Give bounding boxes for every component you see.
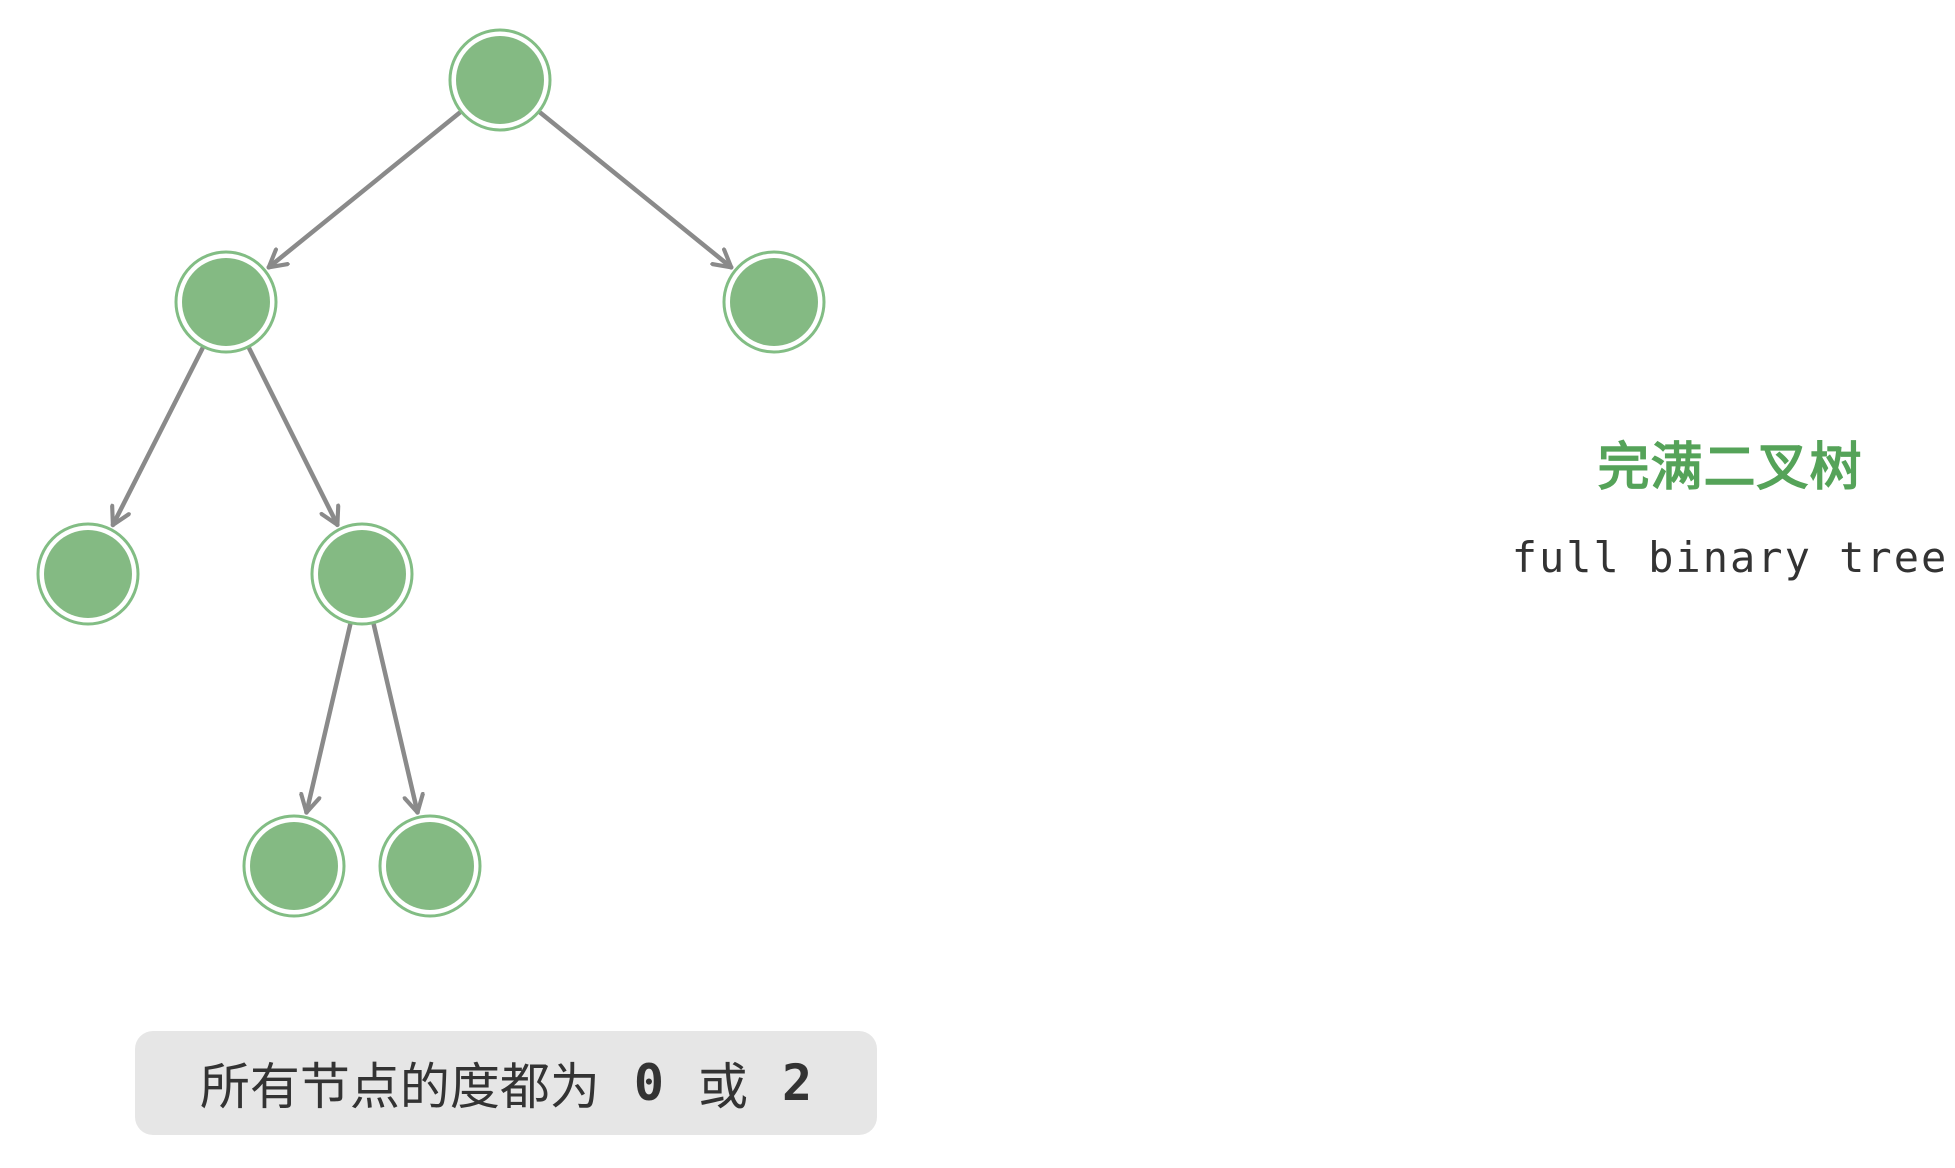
edge-left-right-to-left-right-right <box>371 622 418 815</box>
tree-node-left-right-right <box>378 814 482 918</box>
edge-left-to-left-right <box>247 346 337 528</box>
tree-node-left-right-left <box>242 814 346 918</box>
edge-left-right-to-left-right-left <box>306 622 353 815</box>
tree-node-left <box>174 250 278 354</box>
diagram-title: 完满二叉树 <box>1597 438 1863 498</box>
caption-box: 所有节点的度都为 0 或 2 <box>135 1031 877 1135</box>
edge-root-to-left <box>266 110 462 270</box>
caption-value-a: 0 <box>633 1054 664 1112</box>
caption-value-b: 2 <box>782 1054 813 1112</box>
edge-root-to-right <box>538 110 734 270</box>
tree-node-right <box>722 250 826 354</box>
diagram-subtitle: full binary tree <box>1511 533 1949 582</box>
edges-layer <box>113 110 734 815</box>
tree-node-left-left <box>36 522 140 626</box>
caption-connector: 或 <box>698 1058 748 1116</box>
tree-node-root <box>448 28 552 132</box>
tree-node-left-right <box>310 522 414 626</box>
nodes-layer <box>36 28 826 918</box>
edge-left-to-left-left <box>113 346 205 528</box>
caption-text: 所有节点的度都为 <box>199 1058 600 1116</box>
